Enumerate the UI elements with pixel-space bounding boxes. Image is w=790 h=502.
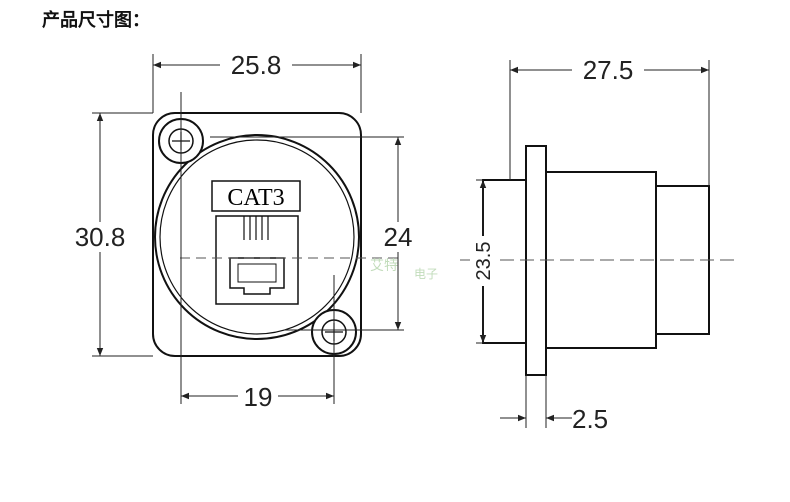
flange-dimension: 2.5 bbox=[572, 404, 608, 434]
height-dimension: 30.8 bbox=[75, 222, 126, 252]
cat-label: CAT3 bbox=[227, 185, 284, 211]
hole-spacing-dimension: 19 bbox=[244, 382, 273, 412]
side-view: 27.5 23.5 2.5 bbox=[460, 55, 740, 434]
watermark-sub: 电子 bbox=[414, 267, 438, 281]
page-title: 产品尺寸图： bbox=[42, 10, 150, 31]
inner-dimension: 24 bbox=[384, 222, 413, 252]
watermark-main: 艾特 bbox=[370, 258, 398, 274]
front-view: CAT3 25.8 30.8 bbox=[64, 50, 420, 412]
rj-jack bbox=[215, 215, 299, 305]
width-dimension: 25.8 bbox=[231, 50, 282, 80]
front-plate bbox=[152, 112, 362, 357]
cat-label-box bbox=[211, 180, 301, 212]
diameter-dimension: 23.5 bbox=[473, 242, 495, 281]
watermark: 艾特 电子 bbox=[370, 258, 438, 281]
length-dimension: 27.5 bbox=[583, 55, 634, 85]
front-round-body bbox=[154, 134, 360, 340]
